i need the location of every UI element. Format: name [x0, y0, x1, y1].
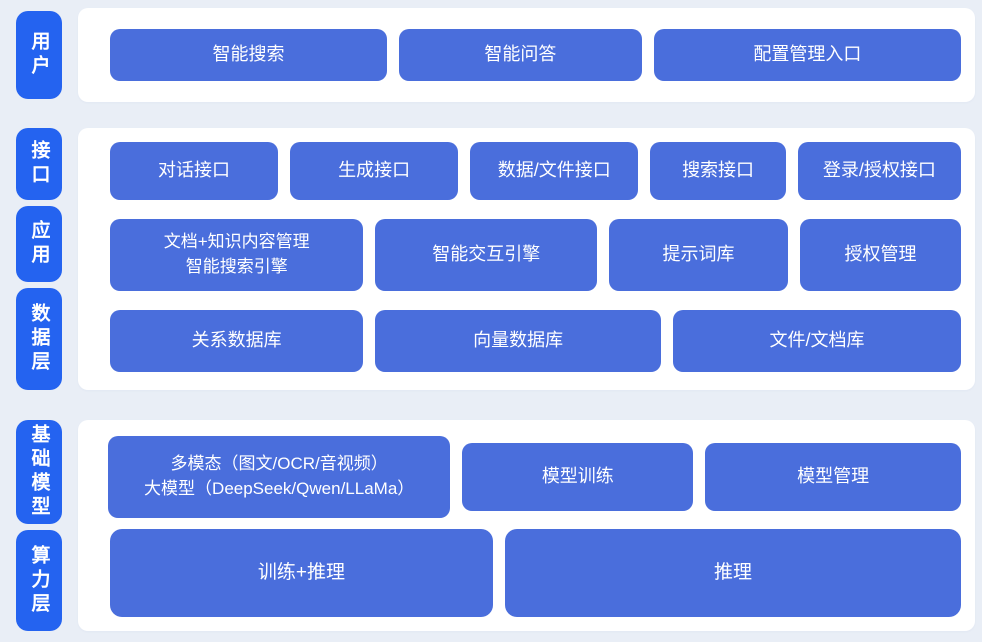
- middle-layers-panel: 对话接口 生成接口 数据/文件接口 搜索接口 登录/授权接口 文档+知识内容管理…: [78, 128, 975, 390]
- layer-label-compute: 算力层: [16, 530, 62, 631]
- section-user-layer: 用户 智能搜索 智能问答 配置管理入口: [16, 8, 975, 102]
- block-model-management: 模型管理: [705, 443, 962, 511]
- block-data-file-api: 数据/文件接口: [470, 142, 639, 200]
- interface-row: 对话接口 生成接口 数据/文件接口 搜索接口 登录/授权接口: [78, 142, 975, 200]
- block-search-api: 搜索接口: [650, 142, 786, 200]
- application-row: 文档+知识内容管理 智能搜索引擎 智能交互引擎 提示词库 授权管理: [78, 219, 975, 291]
- block-smart-search: 智能搜索: [110, 29, 388, 81]
- block-interactive-engine: 智能交互引擎: [375, 219, 598, 291]
- user-layer-label-column: 用户: [16, 8, 78, 102]
- middle-layers-label-column: 接口 应用 数据层: [16, 128, 78, 390]
- block-model-training: 模型训练: [462, 443, 694, 511]
- block-auth-management: 授权管理: [799, 219, 961, 291]
- user-layer-panel: 智能搜索 智能问答 配置管理入口: [78, 8, 975, 102]
- block-smart-qa: 智能问答: [399, 29, 642, 81]
- block-training-inference: 训练+推理: [110, 529, 493, 617]
- bottom-layers-label-column: 基础模型 算力层: [16, 420, 78, 631]
- block-generation-api: 生成接口: [290, 142, 459, 200]
- block-vector-db: 向量数据库: [375, 310, 662, 372]
- block-file-doc-store: 文件/文档库: [673, 310, 961, 372]
- bottom-layers-panel: 多模态（图文/OCR/音视频） 大模型（DeepSeek/Qwen/LLaMa）…: [78, 420, 975, 631]
- foundation-model-row: 多模态（图文/OCR/音视频） 大模型（DeepSeek/Qwen/LLaMa）…: [78, 436, 975, 518]
- layer-label-application: 应用: [16, 206, 62, 282]
- block-multimodal-llm: 多模态（图文/OCR/音视频） 大模型（DeepSeek/Qwen/LLaMa）: [108, 436, 451, 518]
- block-prompt-library: 提示词库: [609, 219, 788, 291]
- section-bottom-layers: 基础模型 算力层 多模态（图文/OCR/音视频） 大模型（DeepSeek/Qw…: [16, 420, 975, 631]
- layer-label-user: 用户: [16, 11, 62, 99]
- block-inference: 推理: [504, 529, 961, 617]
- layer-label-foundation-model: 基础模型: [16, 420, 62, 524]
- layer-label-interface: 接口: [16, 128, 62, 200]
- user-layer-row: 智能搜索 智能问答 配置管理入口: [78, 29, 975, 81]
- block-relational-db: 关系数据库: [110, 310, 364, 372]
- section-middle-layers: 接口 应用 数据层 对话接口 生成接口 数据/文件接口 搜索接口 登录/授权接口…: [16, 128, 975, 390]
- block-login-auth-api: 登录/授权接口: [797, 142, 961, 200]
- block-doc-knowledge-search-engine: 文档+知识内容管理 智能搜索引擎: [110, 219, 364, 291]
- compute-row: 训练+推理 推理: [78, 529, 975, 617]
- block-config-management-entry: 配置管理入口: [653, 29, 962, 81]
- data-row: 关系数据库 向量数据库 文件/文档库: [78, 310, 975, 372]
- layer-label-data: 数据层: [16, 288, 62, 390]
- block-dialog-api: 对话接口: [110, 142, 279, 200]
